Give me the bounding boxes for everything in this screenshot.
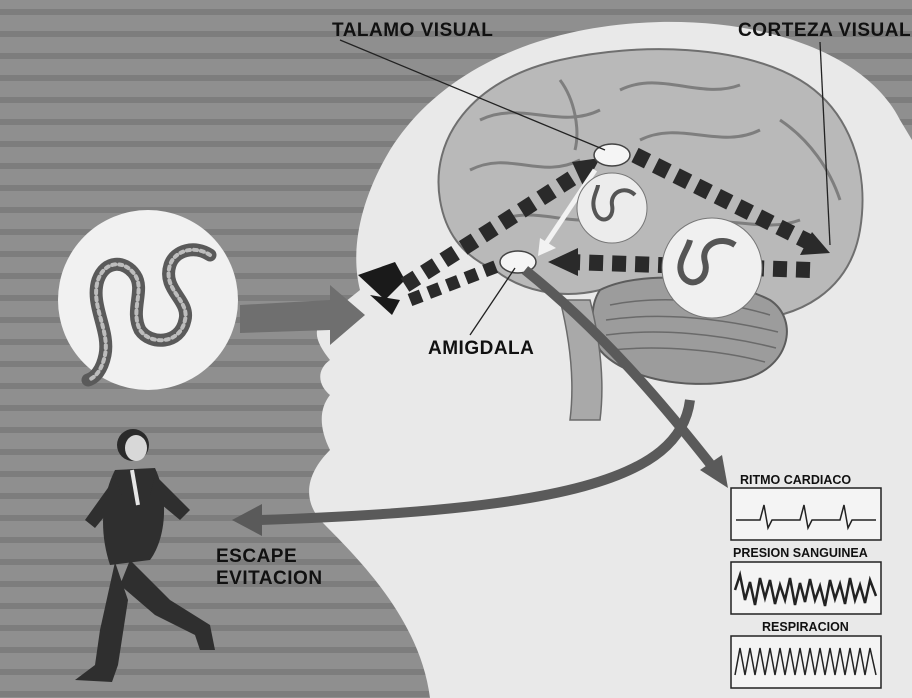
cortex-snake-circle — [662, 218, 762, 318]
respiracion-box — [731, 636, 881, 688]
ritmo-cardiaco-title: RITMO CARDIACO — [740, 473, 851, 487]
escape-label: ESCAPE — [216, 546, 297, 568]
snake-stimulus-circle — [58, 210, 238, 390]
talamo-visual-label: TALAMO VISUAL — [332, 20, 493, 42]
respiracion-title: RESPIRACION — [762, 620, 849, 634]
corteza-visual-label: CORTEZA VISUAL — [738, 20, 911, 42]
evitacion-label: EVITACION — [216, 568, 323, 590]
presion-sanguinea-title: PRESION SANGUINEA — [733, 546, 868, 560]
amigdala-label: AMIGDALA — [428, 338, 534, 360]
